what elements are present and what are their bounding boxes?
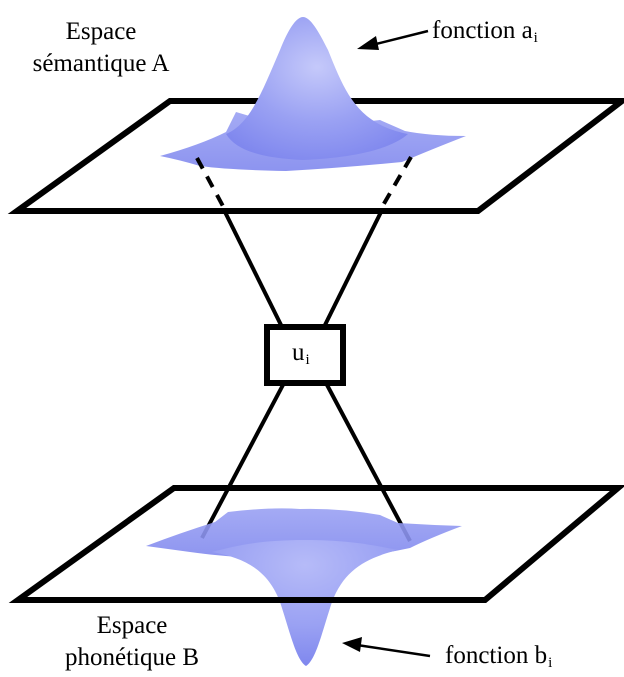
top-bell-peak — [226, 17, 408, 160]
label-function-b-main: fonction b — [445, 642, 548, 669]
arrow-function-b — [342, 637, 431, 658]
arrow-function-a — [357, 29, 429, 50]
lower-line-left — [200, 382, 286, 539]
label-space-b-line2: phonétique B — [64, 644, 199, 671]
label-function-b: fonction bi — [445, 640, 552, 675]
label-space-b: Espace phonétique B — [52, 610, 212, 674]
label-node-ui-main: u — [292, 339, 305, 366]
dashed-line-right — [380, 155, 413, 209]
node-ui-box — [264, 324, 346, 386]
lower-line-right — [324, 382, 412, 542]
label-function-a-main: fonction a — [432, 17, 533, 44]
top-plane — [7, 98, 624, 214]
label-function-b-sub: i — [548, 655, 553, 671]
label-space-a: Espace sémantique A — [14, 16, 188, 80]
label-node-ui: ui — [292, 337, 310, 372]
label-function-a: fonction ai — [432, 15, 538, 50]
upper-line-left — [222, 209, 284, 328]
top-bell-surface — [160, 17, 466, 171]
label-space-a-line2: sémantique A — [32, 50, 170, 77]
label-space-a-line1: Espace — [65, 18, 137, 45]
label-function-a-sub: i — [533, 30, 538, 46]
label-space-b-line1: Espace — [96, 612, 168, 639]
dashed-line-left — [195, 157, 226, 209]
upper-line-right — [322, 209, 384, 328]
label-node-ui-sub: i — [305, 352, 310, 368]
